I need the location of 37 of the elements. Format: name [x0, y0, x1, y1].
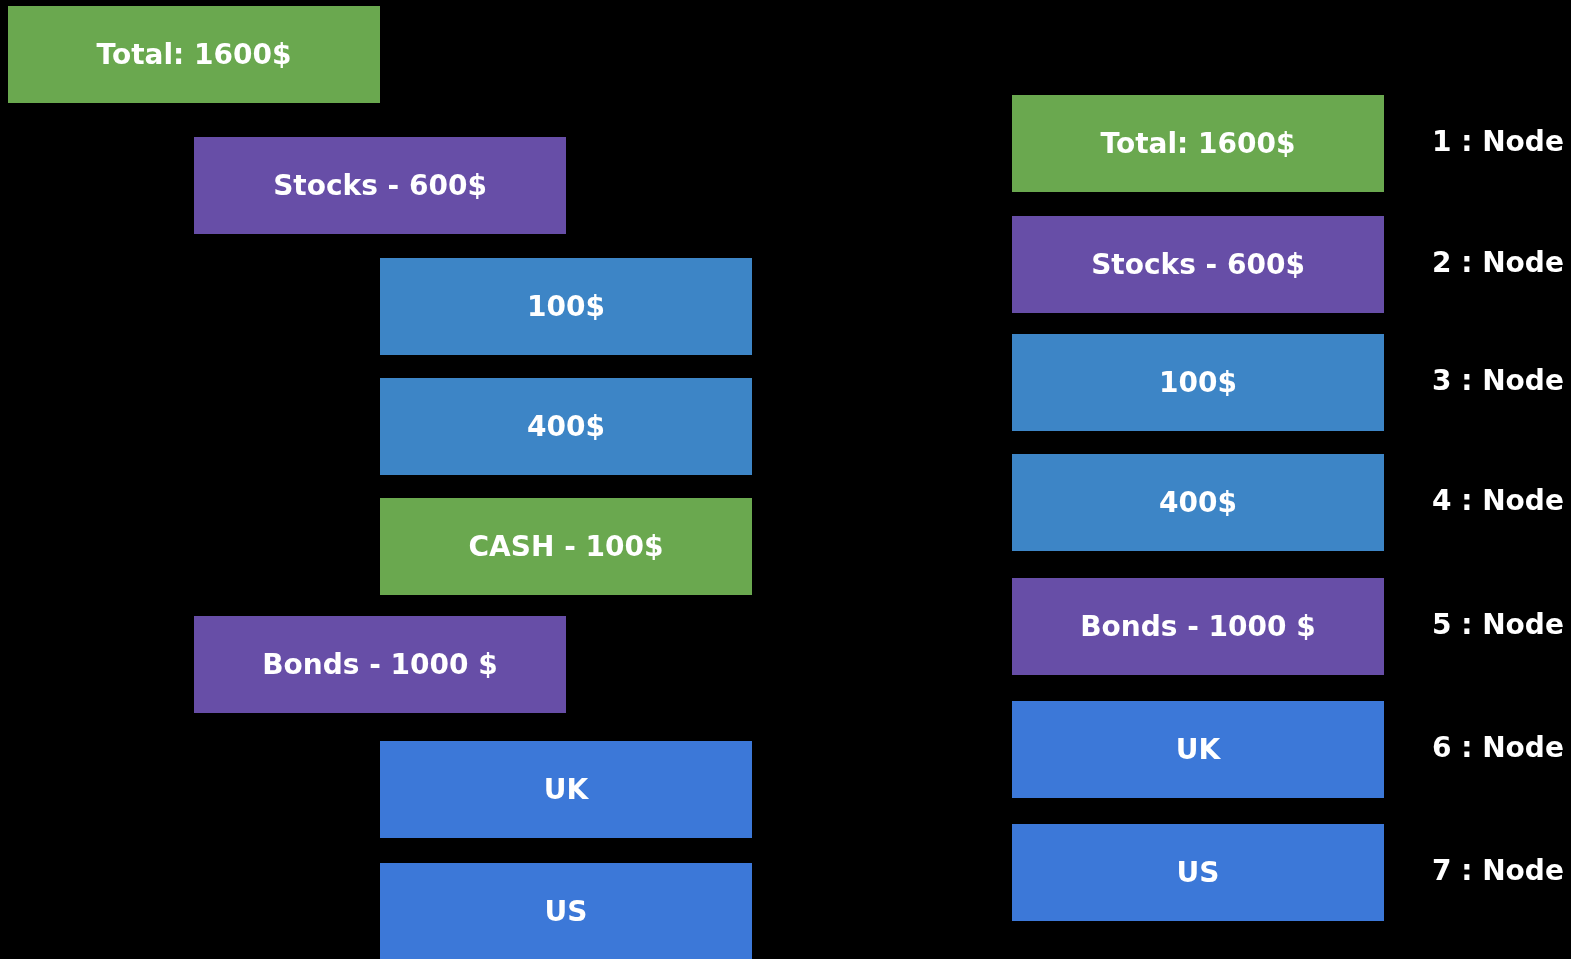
node-label: UK: [543, 773, 589, 806]
node-caption: 6 : Node: [1432, 731, 1564, 764]
node-caption: 4 : Node: [1432, 484, 1564, 517]
node-box: [380, 741, 752, 838]
node-label: UK: [1175, 733, 1221, 766]
node-box: [194, 137, 566, 234]
node-box: [1012, 454, 1384, 551]
node-label: Total: 1600$: [1100, 127, 1296, 160]
node-label: Bonds - 1000 $: [262, 648, 498, 681]
node-box: [1012, 216, 1384, 313]
node-label: US: [1176, 856, 1220, 889]
node-box: [380, 498, 752, 595]
node-label: 100$: [527, 290, 605, 323]
node-label: 100$: [1159, 366, 1237, 399]
node-caption: 5 : Node: [1432, 608, 1564, 641]
node-box: [380, 863, 752, 959]
node-box: [194, 616, 566, 713]
node-caption: 1 : Node: [1432, 125, 1564, 158]
node-caption: 3 : Node: [1432, 364, 1564, 397]
node-box: [1012, 334, 1384, 431]
node-caption: 2 : Node: [1432, 246, 1564, 279]
node-label: 400$: [1159, 486, 1237, 519]
node-box: [1012, 701, 1384, 798]
node-label: Stocks - 600$: [1091, 248, 1305, 281]
node-label: Stocks - 600$: [273, 169, 487, 202]
node-caption: 7 : Node: [1432, 854, 1564, 887]
node-box: [8, 6, 380, 103]
node-label: Bonds - 1000 $: [1080, 610, 1316, 643]
node-box: [1012, 95, 1384, 192]
node-label: CASH - 100$: [468, 530, 664, 563]
node-label: Total: 1600$: [96, 38, 292, 71]
node-label: 400$: [527, 410, 605, 443]
node-box: [1012, 824, 1384, 921]
node-box: [1012, 578, 1384, 675]
node-label: US: [544, 895, 588, 928]
node-box: [380, 258, 752, 355]
node-box: [380, 378, 752, 475]
